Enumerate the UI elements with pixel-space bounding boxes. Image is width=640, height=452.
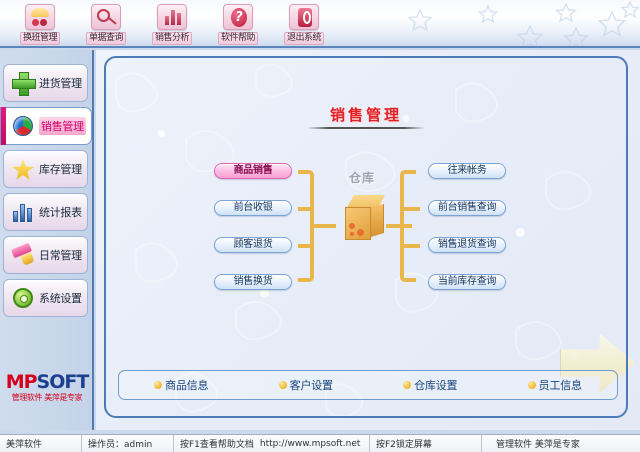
action-sales-return-query[interactable]: 销售退货查询 bbox=[428, 237, 506, 253]
right-connector-bracket bbox=[400, 170, 420, 282]
bar-chart-icon bbox=[10, 199, 36, 225]
sidebar-item-label: 销售管理 bbox=[39, 117, 86, 135]
gear-icon bbox=[10, 285, 36, 311]
status-help-text: 按F1查看帮助文档 bbox=[180, 440, 254, 450]
logo-mark-primary: MP bbox=[5, 371, 38, 393]
sidebar-item-purchase[interactable]: 进货管理 bbox=[3, 64, 88, 102]
brand-logo: MPSOFT 管理软件 美萍是专家 bbox=[2, 372, 92, 412]
bullet-dot-icon bbox=[403, 381, 412, 389]
toolbar-button-sales-analysis[interactable]: 销售分析 bbox=[144, 4, 200, 45]
page-title-wrapper: 销售管理 bbox=[106, 104, 626, 125]
quick-link-goods-info[interactable]: 商品信息 bbox=[154, 377, 209, 393]
sidebar-item-label: 日常管理 bbox=[39, 249, 82, 262]
top-toolbar: 换班管理 单据查询 销售分析 软件帮助 退出系统 bbox=[0, 0, 640, 48]
content-area: 销售管理 商品销售 前台收银 顾客退货 销售换货 仓库 bbox=[96, 50, 640, 430]
bullet-dot-icon bbox=[527, 381, 536, 389]
sales-flow-diagram: 商品销售 前台收银 顾客退货 销售换货 仓库 bbox=[106, 153, 640, 343]
shift-change-icon bbox=[25, 4, 55, 30]
power-exit-icon bbox=[289, 4, 319, 30]
green-plus-icon bbox=[10, 70, 36, 96]
toolbar-button-label: 换班管理 bbox=[19, 32, 60, 45]
sidebar-item-reports[interactable]: 统计报表 bbox=[3, 193, 88, 231]
toolbar-button-label: 退出系统 bbox=[283, 32, 324, 45]
yellow-star-icon bbox=[10, 156, 36, 182]
warehouse-node: 仓库 bbox=[331, 169, 393, 279]
toolbar-button-document-search[interactable]: 单据查询 bbox=[78, 4, 134, 45]
logo-mark-secondary: SOFT bbox=[36, 371, 90, 393]
sidebar-nav: 进货管理 销售管理 库存管理 统计报表 日常管理 系统设置 bbox=[0, 50, 94, 430]
toolbar-button-label: 软件帮助 bbox=[217, 32, 258, 45]
sidebar-item-label: 统计报表 bbox=[39, 206, 82, 219]
quick-link-customer-settings[interactable]: 客户设置 bbox=[278, 377, 333, 393]
toolbar-button-label: 销售分析 bbox=[151, 32, 192, 45]
help-question-icon bbox=[223, 4, 253, 30]
sidebar-item-sales[interactable]: 销售管理 bbox=[0, 107, 92, 145]
sidebar-item-daily[interactable]: 日常管理 bbox=[3, 236, 88, 274]
toolbar-button-label: 单据查询 bbox=[85, 32, 126, 45]
page-title: 销售管理 bbox=[329, 106, 402, 124]
action-front-desk-cashier[interactable]: 前台收银 bbox=[214, 200, 292, 216]
action-customer-return[interactable]: 顾客退货 bbox=[214, 237, 292, 253]
brush-icon bbox=[10, 242, 36, 268]
bar-chart-icon bbox=[157, 4, 187, 30]
document-search-icon bbox=[91, 4, 121, 30]
logo-tagline: 管理软件 美萍是专家 bbox=[11, 393, 83, 402]
quick-link-label: 客户设置 bbox=[289, 379, 333, 392]
action-accounts-receivable[interactable]: 往来帐务 bbox=[428, 163, 506, 179]
bullet-dot-icon bbox=[278, 381, 287, 389]
status-lock-hint: 按F2锁定屏幕 bbox=[370, 434, 482, 452]
connector-tick bbox=[404, 244, 420, 248]
warehouse-label: 仓库 bbox=[348, 171, 375, 185]
right-connector-stem bbox=[386, 224, 412, 228]
action-goods-sales[interactable]: 商品销售 bbox=[214, 163, 292, 179]
sidebar-item-label: 进货管理 bbox=[39, 77, 82, 90]
sidebar-item-inventory[interactable]: 库存管理 bbox=[3, 150, 88, 188]
sidebar-item-label: 系统设置 bbox=[39, 292, 82, 305]
title-divider bbox=[307, 127, 425, 129]
quick-link-label: 员工信息 bbox=[538, 379, 582, 392]
action-front-desk-sales-query[interactable]: 前台销售查询 bbox=[428, 200, 506, 216]
action-sales-exchange[interactable]: 销售换货 bbox=[214, 274, 292, 290]
toolbar-button-exit[interactable]: 退出系统 bbox=[276, 4, 332, 45]
quick-links-bar: 商品信息 客户设置 仓库设置 员工信息 bbox=[118, 370, 618, 400]
status-slogan: 管理软件 美萍是专家 bbox=[496, 440, 580, 450]
warehouse-box-icon bbox=[341, 195, 385, 241]
quick-link-label: 仓库设置 bbox=[414, 379, 458, 392]
status-help-hint: 按F1查看帮助文档 http://www.mpsoft.net bbox=[174, 434, 370, 452]
logo-wordmark: MPSOFT bbox=[2, 372, 92, 392]
color-globe-icon bbox=[10, 113, 36, 139]
toolbar-button-shift-change[interactable]: 换班管理 bbox=[12, 4, 68, 45]
quick-link-warehouse-settings[interactable]: 仓库设置 bbox=[403, 377, 458, 393]
sidebar-item-settings[interactable]: 系统设置 bbox=[3, 279, 88, 317]
status-operator: 操作员：admin bbox=[82, 434, 174, 452]
main-panel: 销售管理 商品销售 前台收银 顾客退货 销售换货 仓库 bbox=[104, 56, 628, 418]
quick-link-employee-info[interactable]: 员工信息 bbox=[527, 377, 582, 393]
sidebar-item-label: 库存管理 bbox=[39, 163, 82, 176]
quick-link-label: 商品信息 bbox=[165, 379, 209, 392]
toolbar-button-help[interactable]: 软件帮助 bbox=[210, 4, 266, 45]
left-connector-stem bbox=[310, 224, 336, 228]
status-url[interactable]: http://www.mpsoft.net bbox=[259, 438, 361, 449]
connector-tick bbox=[298, 207, 314, 211]
status-product: 美萍软件 bbox=[0, 434, 82, 452]
bullet-dot-icon bbox=[154, 381, 163, 389]
action-current-stock-query[interactable]: 当前库存查询 bbox=[428, 274, 506, 290]
connector-tick bbox=[404, 207, 420, 211]
connector-tick bbox=[298, 244, 314, 248]
status-bar: 美萍软件 操作员：admin 按F1查看帮助文档 http://www.mpso… bbox=[0, 434, 640, 452]
